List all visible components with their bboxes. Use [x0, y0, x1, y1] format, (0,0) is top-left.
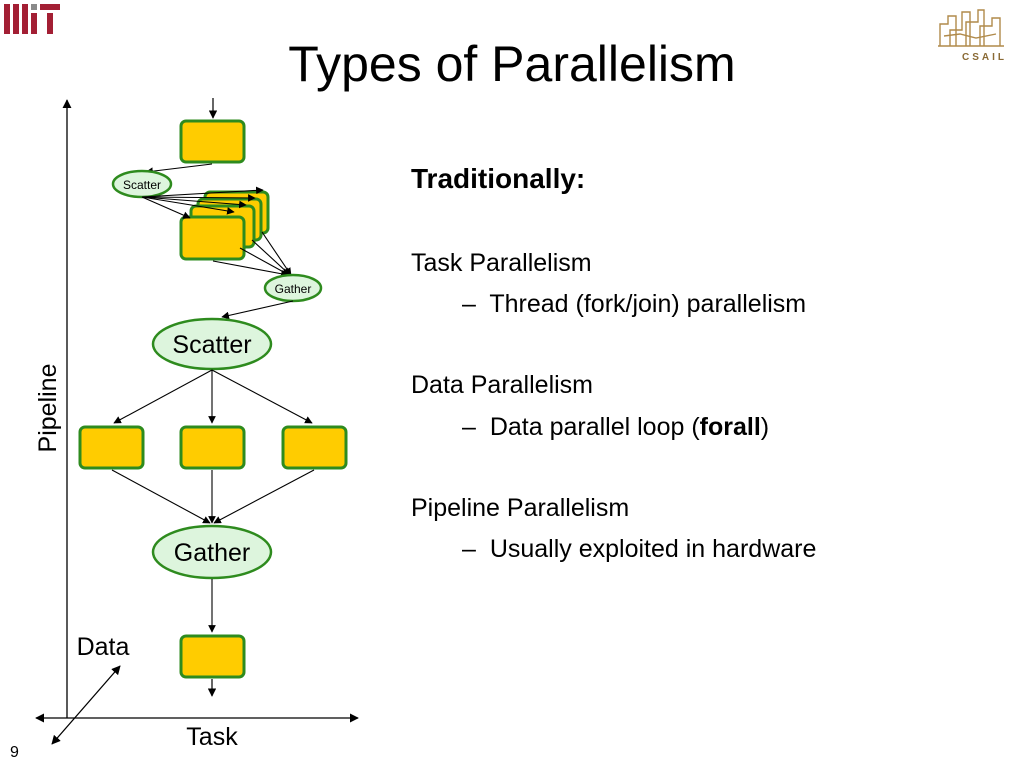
section-title-data: Data Parallelism — [411, 371, 594, 399]
scatter-node-large — [151, 317, 273, 371]
item-text-prefix: Data parallel loop ( — [489, 413, 700, 441]
task-box-top — [179, 119, 246, 164]
csail-wordmark: CSAIL — [962, 52, 1007, 63]
section-item-task: – Thread (fork/join) parallelism — [462, 289, 806, 319]
scatter-small-label: Scatter — [123, 178, 161, 192]
pipeline-axis-label: Pipeline — [34, 364, 62, 453]
data-box-middle — [179, 425, 246, 470]
item-text-keyword: forall — [699, 413, 761, 441]
mit-logo — [4, 4, 62, 41]
data-axis — [51, 665, 121, 745]
page-title: Types of Parallelism — [288, 36, 736, 92]
dash-bullet: – — [462, 413, 476, 441]
page-number: 9 — [10, 744, 19, 761]
scatter-large-label: Scatter — [172, 331, 251, 359]
section-item-data: – Data parallel loop (forall) — [462, 412, 769, 442]
gather-small-label: Gather — [275, 282, 312, 296]
task-box-bottom — [179, 634, 246, 679]
dash-bullet: – — [462, 290, 476, 318]
gather-large-label: Gather — [174, 539, 250, 567]
data-axis-label: Data — [77, 633, 130, 661]
axes — [35, 99, 359, 745]
dash-bullet: – — [462, 535, 476, 563]
data-box-left — [78, 425, 145, 470]
item-text-suffix: ) — [760, 413, 770, 441]
section-item-pipeline: – Usually exploited in hardware — [462, 534, 816, 564]
item-text: Thread (fork/join) parallelism — [489, 290, 807, 318]
stacked-data-boxes — [179, 190, 270, 261]
csail-logo — [936, 6, 1006, 57]
content-heading: Traditionally: — [411, 163, 586, 194]
gather-node-large — [151, 524, 273, 580]
section-title-pipeline: Pipeline Parallelism — [411, 494, 630, 522]
section-title-task: Task Parallelism — [411, 249, 592, 277]
task-axis-label: Task — [186, 723, 238, 751]
data-box-right — [281, 425, 348, 470]
item-text: Usually exploited in hardware — [489, 535, 817, 563]
